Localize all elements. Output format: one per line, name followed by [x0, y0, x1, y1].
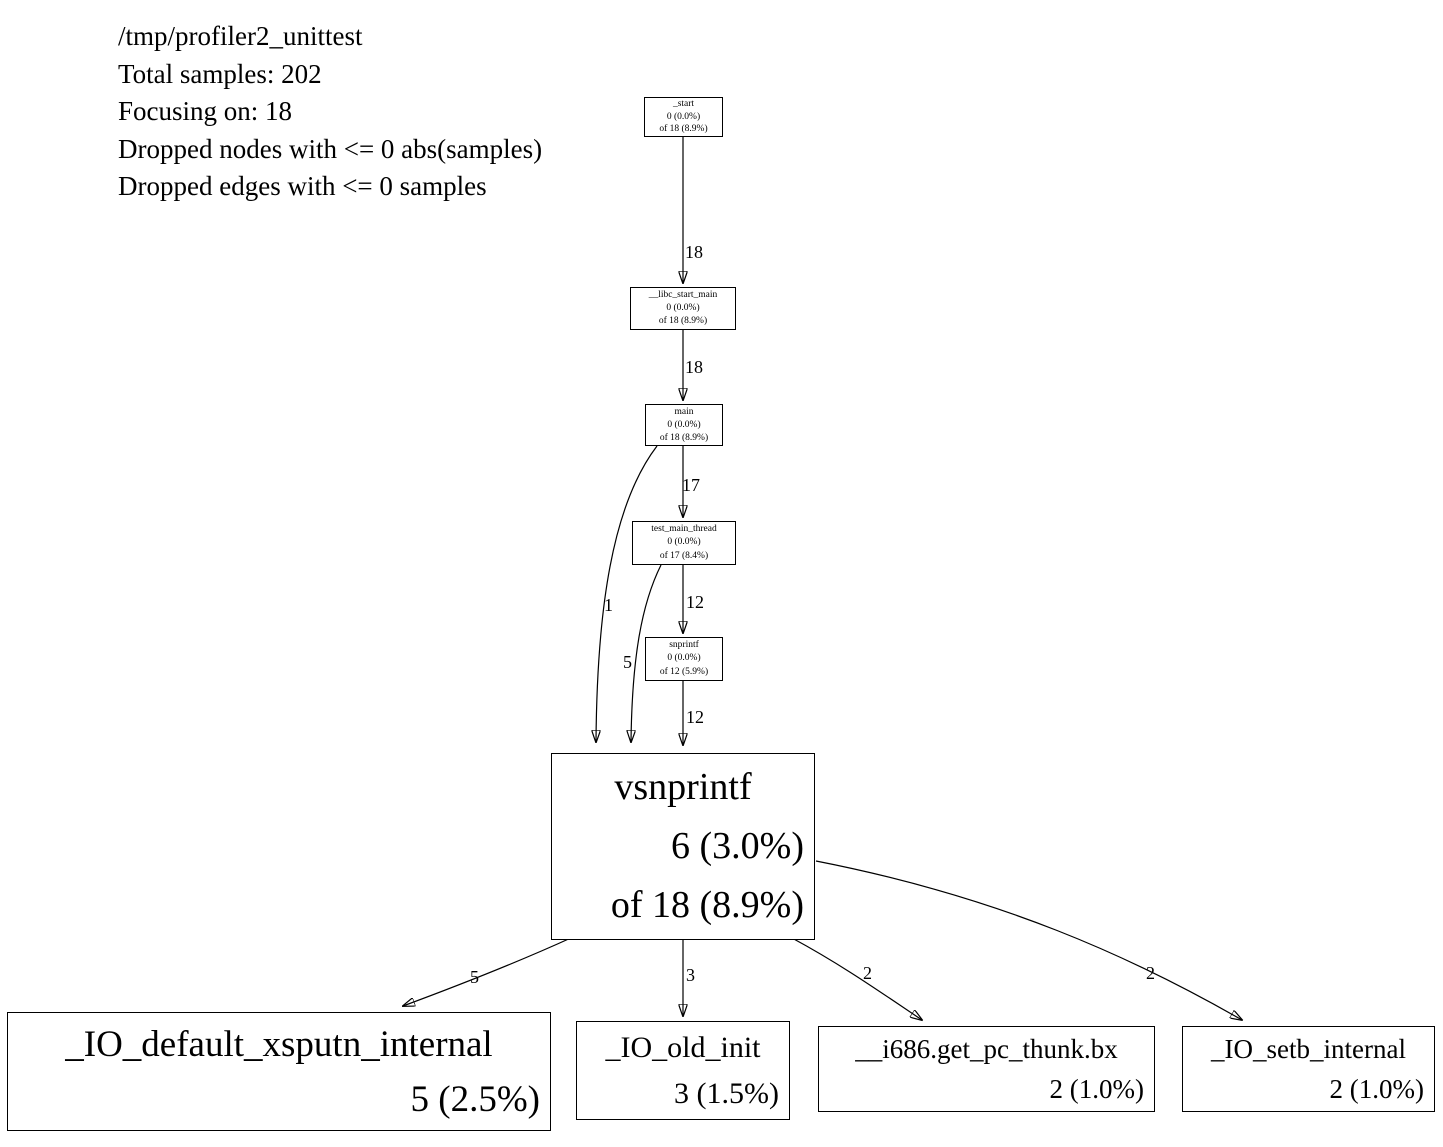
node-io-old-init-name: _IO_old_init	[605, 1030, 761, 1064]
profile-binary-path: /tmp/profiler2_unittest	[118, 21, 363, 51]
node-main-name: main	[674, 406, 694, 417]
node-main-total: of 18 (8.9%)	[659, 432, 709, 443]
node-main-self: 0 (0.0%)	[667, 419, 701, 430]
node-vsnprintf-self: 6 (3.0%)	[671, 825, 804, 867]
edge-label-vsnprintf-thunk: 2	[863, 963, 872, 983]
focusing-on-line: Focusing on: 18	[118, 96, 293, 126]
node-i686-get-pc-thunk: __i686.get_pc_thunk.bx 2 (1.0%)	[818, 1026, 1155, 1112]
profile-summary: /tmp/profiler2_unittest Total samples: 2…	[118, 18, 542, 206]
node-start: _start 0 (0.0%) of 18 (8.9%)	[644, 97, 723, 137]
edge-label-vsnprintf-xsputn: 5	[470, 967, 479, 987]
edge-label-libc-main: 18	[685, 357, 703, 377]
dropped-nodes-line: Dropped nodes with <= 0 abs(samples)	[118, 133, 543, 164]
node-io-setb-internal-self: 2 (1.0%)	[1329, 1074, 1424, 1104]
node-start-self: 0 (0.0%)	[666, 111, 701, 122]
node-io-default-xsputn-internal: _IO_default_xsputn_internal 5 (2.5%)	[7, 1012, 551, 1131]
edge-label-main-test: 17	[682, 475, 700, 495]
edge-test-vsnprintf	[631, 564, 662, 742]
edge-label-start-libc: 18	[685, 242, 703, 262]
node-i686-get-pc-thunk-self: 2 (1.0%)	[1049, 1074, 1144, 1104]
edge-label-vsnprintf-oldinit: 3	[686, 965, 695, 985]
node-io-old-init: _IO_old_init 3 (1.5%)	[576, 1021, 790, 1120]
edge-main-vsnprintf	[596, 445, 658, 742]
node-start-name: _start	[672, 99, 695, 110]
edge-label-vsnprintf-setb: 2	[1146, 963, 1155, 983]
node-snprintf: snprintf 0 (0.0%) of 12 (5.9%)	[645, 637, 723, 681]
node-libc-start-main-self: 0 (0.0%)	[666, 303, 700, 313]
node-vsnprintf-total: of 18 (8.9%)	[610, 884, 804, 926]
node-snprintf-self: 0 (0.0%)	[667, 653, 701, 664]
node-start-total: of 18 (8.9%)	[659, 124, 708, 135]
node-libc-start-main-total: of 18 (8.9%)	[658, 316, 708, 326]
node-libc-start-main-name: __libc_start_main	[648, 290, 718, 300]
edge-vsnprintf-xsputn	[403, 936, 574, 1006]
edge-label-test-vsnprintf: 5	[623, 652, 632, 672]
node-io-setb-internal: _IO_setb_internal 2 (1.0%)	[1182, 1026, 1435, 1112]
node-vsnprintf: vsnprintf 6 (3.0%) of 18 (8.9%)	[551, 753, 815, 940]
edge-vsnprintf-thunk	[791, 937, 922, 1020]
node-snprintf-name: snprintf	[669, 639, 699, 650]
node-test-main-thread: test_main_thread 0 (0.0%) of 17 (8.4%)	[632, 521, 736, 565]
node-libc-start-main: __libc_start_main 0 (0.0%) of 18 (8.9%)	[630, 287, 736, 330]
dropped-edges-line: Dropped edges with <= 0 samples	[118, 171, 487, 201]
edge-label-main-vsnprintf: 1	[604, 595, 613, 615]
edge-label-snprintf-vsnprintf: 12	[686, 707, 704, 727]
edge-label-test-snprintf: 12	[686, 592, 704, 612]
node-i686-get-pc-thunk-name: __i686.get_pc_thunk.bx	[855, 1034, 1118, 1064]
node-io-setb-internal-name: _IO_setb_internal	[1211, 1034, 1406, 1064]
node-test-main-thread-self: 0 (0.0%)	[667, 537, 701, 548]
node-vsnprintf-name: vsnprintf	[614, 766, 752, 808]
edge-vsnprintf-setb	[815, 860, 1242, 1020]
node-io-old-init-self: 3 (1.5%)	[674, 1076, 779, 1110]
node-io-default-xsputn-internal-self: 5 (2.5%)	[410, 1078, 540, 1120]
node-snprintf-total: of 12 (5.9%)	[659, 666, 709, 677]
total-samples-line: Total samples: 202	[118, 58, 322, 89]
node-main: main 0 (0.0%) of 18 (8.9%)	[645, 404, 723, 446]
node-test-main-thread-total: of 17 (8.4%)	[659, 550, 709, 561]
node-io-default-xsputn-internal-name: _IO_default_xsputn_internal	[65, 1023, 493, 1065]
node-test-main-thread-name: test_main_thread	[651, 523, 717, 534]
